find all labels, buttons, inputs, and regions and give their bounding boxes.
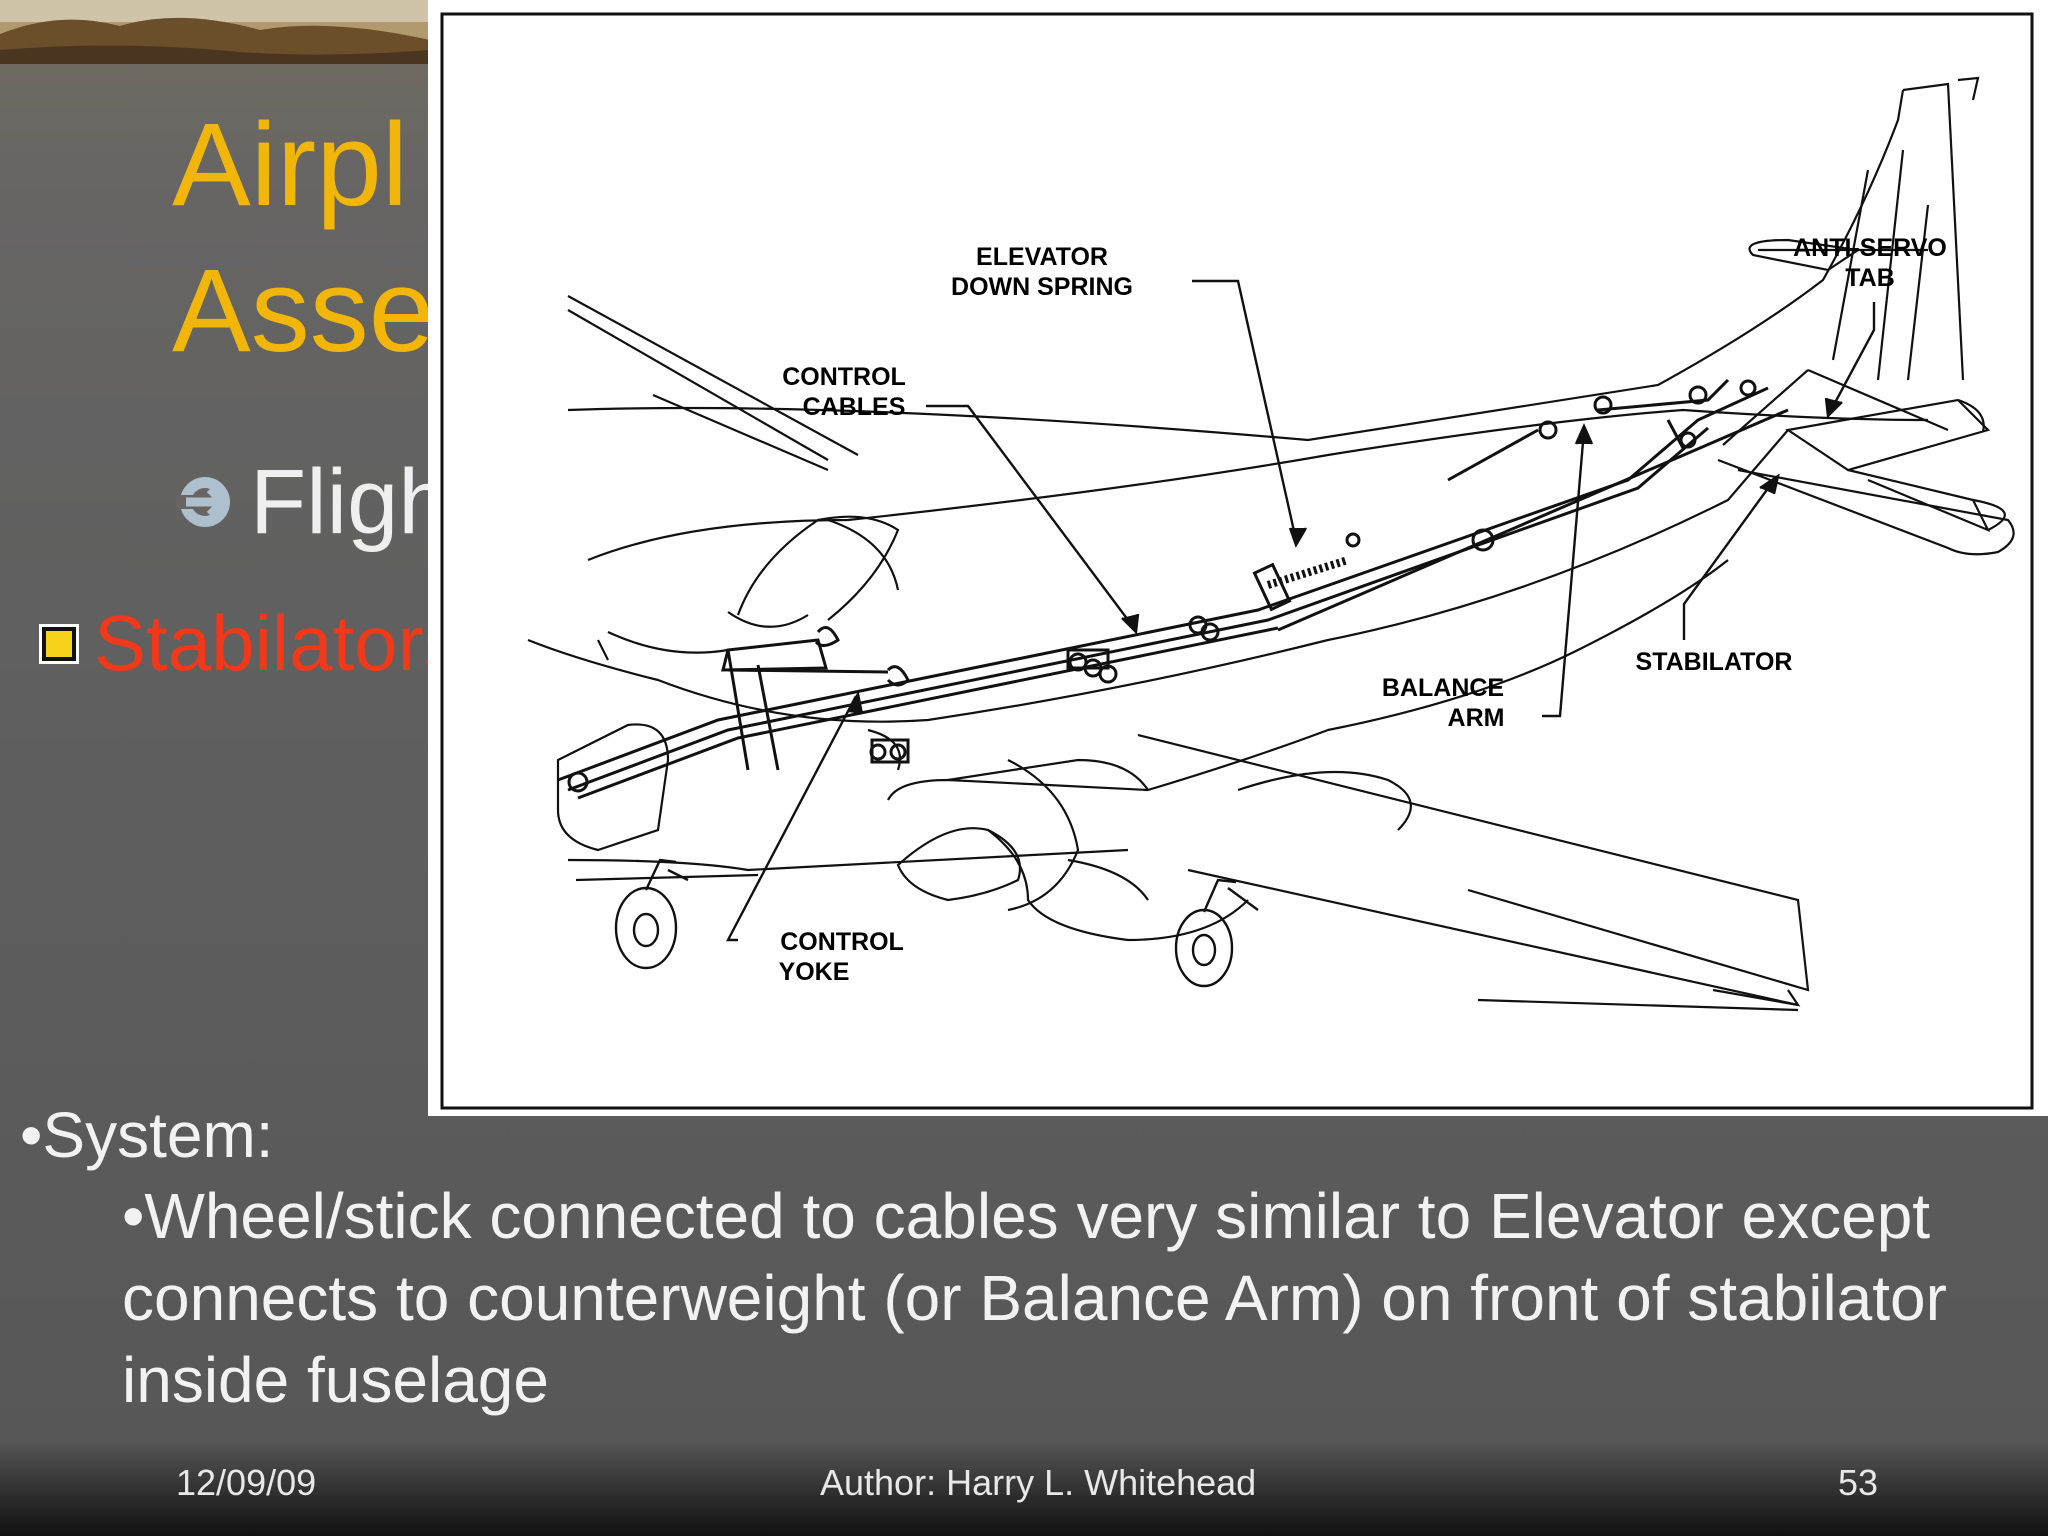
header-photo-strip: [0, 0, 430, 64]
footer-author: Author: Harry L. Whitehead: [820, 1462, 1257, 1503]
landing-gear: [614, 858, 1259, 988]
footer-page-number: 53: [1838, 1462, 1879, 1503]
stabilator-diagram: ELEVATOR DOWN SPRING CONTROL CABLES ANTI…: [428, 0, 2048, 1116]
airplane-outline: [527, 76, 2015, 1012]
circled-arrow-icon: [176, 476, 230, 527]
label-elevator-down-spring-2: DOWN SPRING: [951, 273, 1133, 301]
diagram-border: [440, 12, 2034, 1110]
flight-text: Fligh: [250, 451, 450, 553]
system-description: •Wheel/stick connected to cables very si…: [122, 1180, 1947, 1416]
control-system: [557, 378, 1789, 800]
system-heading: •System:: [20, 1099, 274, 1171]
subheading-flight: Fligh: [176, 450, 449, 555]
bullet-stabilators: Stabilators:: [39, 598, 485, 689]
label-control-yoke-2: YOKE: [779, 958, 850, 986]
label-control-yoke-1: CONTROL: [780, 928, 904, 956]
footer-date: 12/09/09: [176, 1462, 317, 1503]
title-line-1: Airpl: [172, 99, 409, 231]
stabilator-diagram-drawing: ELEVATOR DOWN SPRING CONTROL CABLES ANTI…: [440, 12, 2034, 1110]
label-control-cables-2: CABLES: [803, 393, 906, 421]
label-anti-servo-tab-1: ANTI-SERVO: [1793, 234, 1947, 262]
label-balance-arm-1: BALANCE: [1382, 674, 1504, 702]
label-balance-arm-2: ARM: [1448, 704, 1505, 732]
label-elevator-down-spring-1: ELEVATOR: [976, 243, 1108, 271]
stabilators-text: Stabilators:: [94, 599, 485, 687]
label-anti-servo-tab-2: TAB: [1845, 264, 1895, 292]
square-bullet-icon: [39, 624, 79, 665]
slide-title: Airpl Asse: [172, 92, 434, 384]
leader-lines: [726, 279, 1876, 942]
label-control-cables-1: CONTROL: [782, 363, 906, 391]
diagram-labels: ELEVATOR DOWN SPRING CONTROL CABLES ANTI…: [779, 234, 1947, 986]
label-stabilator: STABILATOR: [1636, 648, 1793, 676]
title-line-2: Asse: [172, 245, 435, 377]
